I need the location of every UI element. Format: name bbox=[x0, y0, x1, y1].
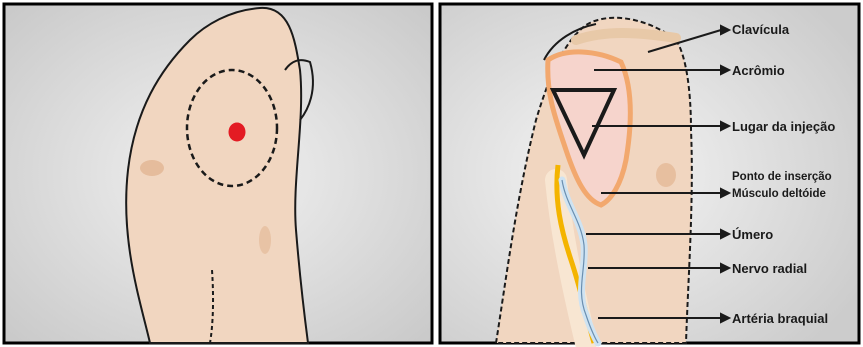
anatomy-illustration: Clavícula Acrômio Lugar da injeção Ponto… bbox=[436, 0, 863, 347]
label-injection-site: Lugar da injeção bbox=[732, 119, 835, 134]
arm-illustration bbox=[0, 0, 436, 347]
label-clavicle: Clavícula bbox=[732, 22, 790, 37]
arm-injection-site-panel bbox=[0, 0, 436, 347]
deltoid-anatomy-panel: Clavícula Acrômio Lugar da injeção Ponto… bbox=[436, 0, 863, 347]
label-acromion: Acrômio bbox=[732, 63, 785, 78]
label-radial-nerve: Nervo radial bbox=[732, 261, 807, 276]
injection-point-marker bbox=[229, 123, 246, 142]
elbow-shadow bbox=[140, 160, 164, 176]
label-humerus: Úmero bbox=[732, 227, 773, 242]
label-insertion-point: Ponto de inserção bbox=[732, 171, 832, 183]
label-deltoid: Músculo deltóide bbox=[732, 188, 826, 200]
label-brachial-artery: Artéria braquial bbox=[732, 311, 828, 326]
